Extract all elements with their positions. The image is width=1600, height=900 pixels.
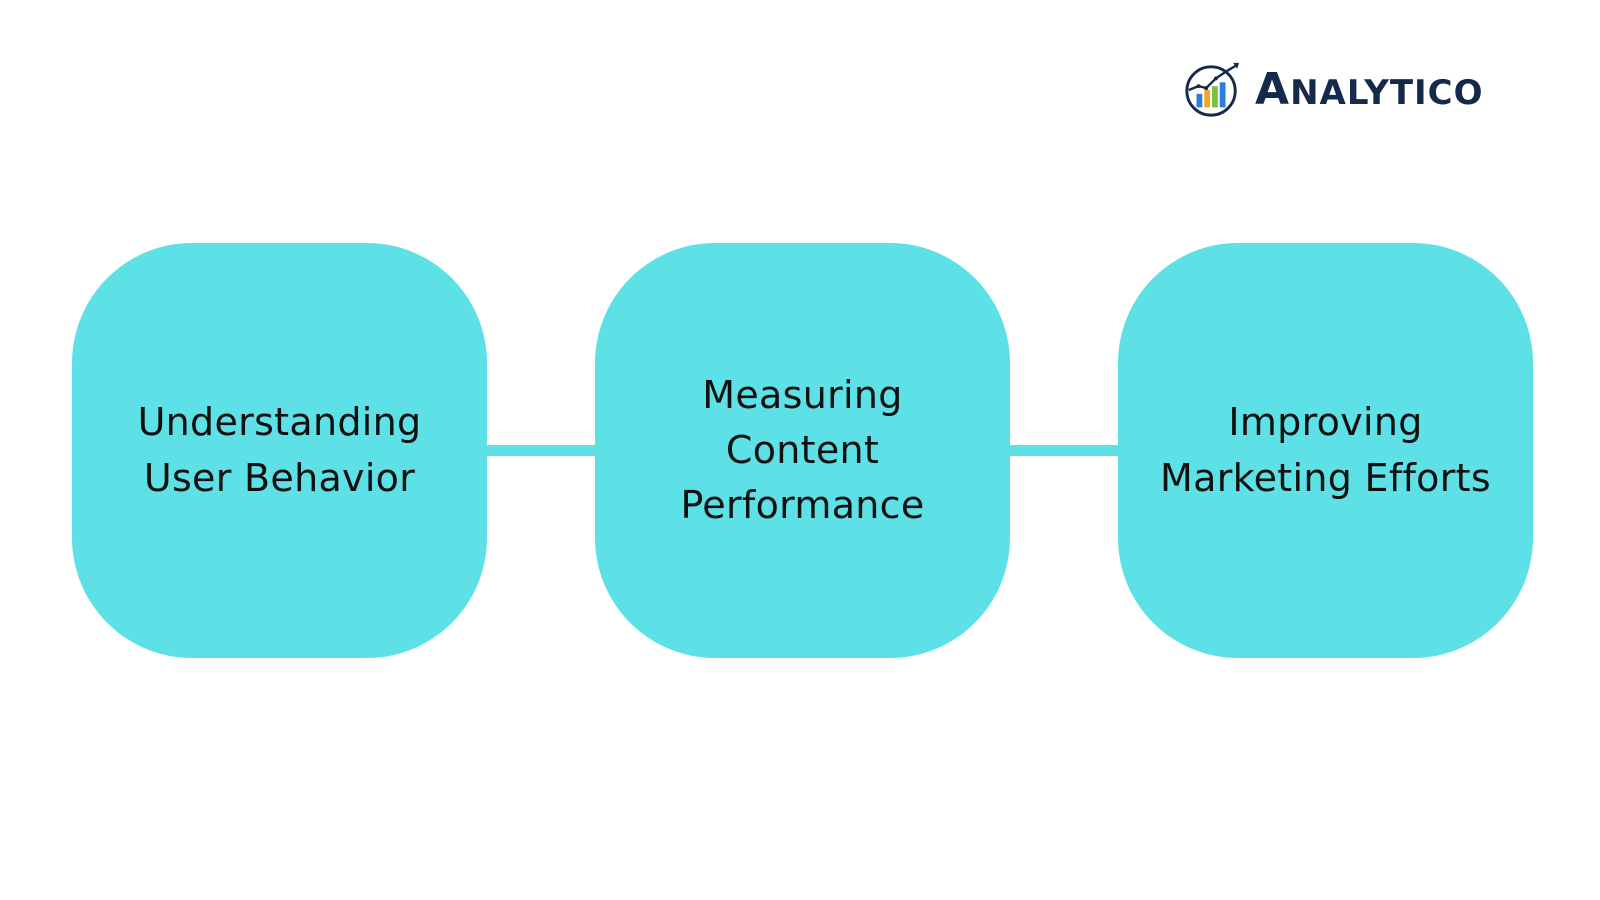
logo-wordmark-initial: A <box>1255 64 1291 115</box>
step-box-measuring: Measuring Content Performance <box>595 243 1010 658</box>
step-label: Understanding User Behavior <box>137 400 422 500</box>
step-label: Improving Marketing Efforts <box>1160 400 1491 500</box>
step-box-understanding: Understanding User Behavior <box>72 243 487 658</box>
analytico-logo-icon <box>1185 62 1240 117</box>
step-label: Measuring Content Performance <box>680 372 925 528</box>
connector-2-3 <box>1002 445 1120 456</box>
logo-wordmark-rest: NALYTICO <box>1290 73 1484 113</box>
connector-1-2 <box>480 445 598 456</box>
step-box-improving: Improving Marketing Efforts <box>1118 243 1533 658</box>
